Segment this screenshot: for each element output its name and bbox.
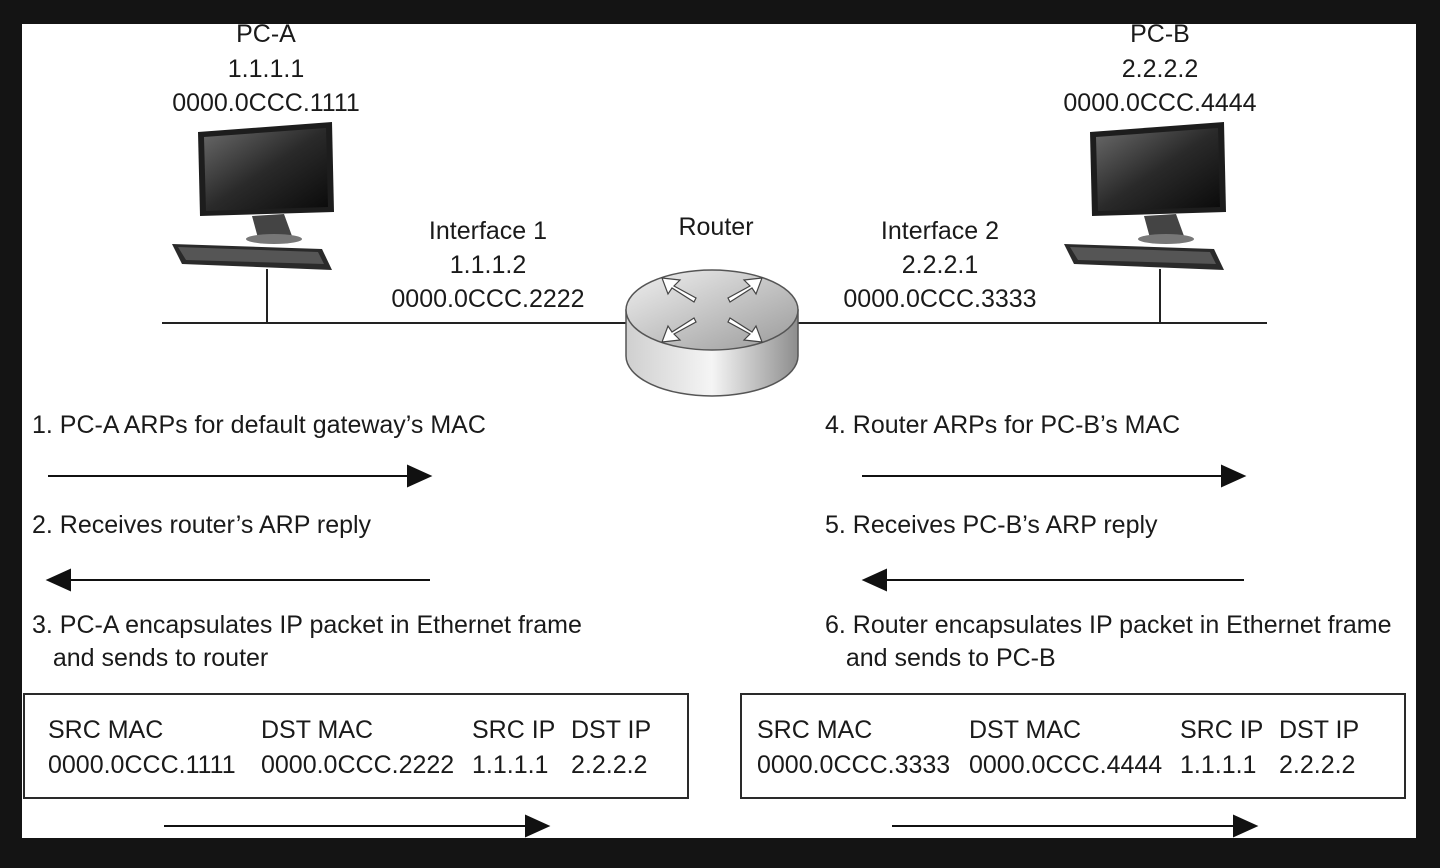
step-6-text: 6. Router encapsulates IP packet in Ethe… [825,611,1392,672]
step-2-text: 2. Receives router’s ARP reply [32,511,372,539]
arp-diagram: PC-A 1.1.1.1 0000.0CCC.1111 PC-B 2.2.2.2… [22,24,1416,838]
pc-a-name: PC-A [236,24,296,48]
frame-right-header-src-mac: SRC MAC [757,716,873,744]
frame-left-src-mac: SRC MAC 0000.0CCC.1111 [48,713,236,783]
interface2-mac: 0000.0CCC.3333 [843,285,1037,313]
frame-left-value-dst-mac: 0000.0CCC.2222 [261,751,455,779]
frame-left-dst-mac: DST MAC 0000.0CCC.2222 [261,713,454,783]
interface1-ip: 1.1.1.2 [449,251,527,279]
ethernet-frame-left: SRC MAC 0000.0CCC.1111 DST MAC 0000.0CCC… [23,693,689,799]
frame-left-header-dst-mac: DST MAC [261,716,374,744]
diagram-graphics [45,122,1267,838]
frame-left-header-src-ip: SRC IP [472,716,556,744]
frame-right-dst-mac: DST MAC 0000.0CCC.4444 [969,713,1162,783]
pc-a-mac: 0000.0CCC.1111 [172,89,360,117]
frame-left-header-dst-ip: DST IP [571,716,652,744]
interface1-mac: 0000.0CCC.2222 [391,285,585,313]
step-3-text: 3. PC-A encapsulates IP packet in Ethern… [32,611,582,672]
frame-left-value-src-mac: 0000.0CCC.1111 [48,751,236,779]
frame-right-header-dst-ip: DST IP [1279,716,1360,744]
pc-b-mac: 0000.0CCC.4444 [1063,89,1257,117]
interface1-name: Interface 1 [428,217,548,245]
pc-b-ip: 2.2.2.2 [1121,55,1199,83]
frame-right-value-dst-mac: 0000.0CCC.4444 [969,751,1163,779]
frame-right-header-dst-mac: DST MAC [969,716,1082,744]
frame-left-value-src-ip: 1.1.1.1 [472,751,549,779]
step-5-text: 5. Receives PC-B’s ARP reply [825,511,1158,539]
router-label: Router [678,213,754,241]
pc-b-name: PC-B [1130,24,1190,48]
frame-right-src-ip: SRC IP 1.1.1.1 [1180,713,1263,783]
frame-right-dst-ip: DST IP 2.2.2.2 [1279,713,1359,783]
frame-right-value-dst-ip: 2.2.2.2 [1279,751,1356,779]
frame-left-dst-ip: DST IP 2.2.2.2 [571,713,651,783]
frame-left-src-ip: SRC IP 1.1.1.1 [472,713,555,783]
interface2-ip: 2.2.2.1 [901,251,979,279]
pc-b-computer-icon [1064,122,1226,270]
frame-right-value-src-ip: 1.1.1.1 [1180,751,1257,779]
frame-left-value-dst-ip: 2.2.2.2 [571,751,648,779]
interface2-name: Interface 2 [880,217,1000,245]
pc-a-computer-icon [172,122,334,270]
router-icon [625,269,799,397]
ethernet-frame-right: SRC MAC 0000.0CCC.3333 DST MAC 0000.0CCC… [740,693,1406,799]
pc-a-ip: 1.1.1.1 [227,55,305,83]
frame-right-header-src-ip: SRC IP [1180,716,1264,744]
frame-right-value-src-mac: 0000.0CCC.3333 [757,751,951,779]
step-1-text: 1. PC-A ARPs for default gateway’s MAC [32,411,486,439]
frame-left-header-src-mac: SRC MAC [48,716,164,744]
frame-right-src-mac: SRC MAC 0000.0CCC.3333 [757,713,950,783]
step-4-text: 4. Router ARPs for PC-B’s MAC [825,411,1181,439]
